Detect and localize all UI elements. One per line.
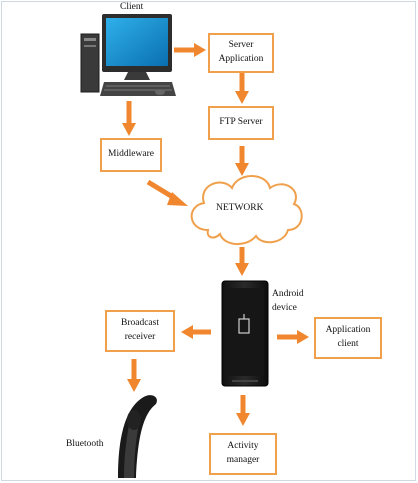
desktop-computer-icon — [80, 14, 176, 96]
bluetooth-headset-icon — [118, 395, 157, 478]
arrow-client-to-server-application — [174, 43, 206, 57]
ftp-server-box: FTP Server — [208, 106, 274, 140]
cloud-icon — [190, 175, 303, 245]
arrow-android-device-to-application-client — [277, 330, 309, 344]
arrow-ftp-server-to-network — [235, 146, 249, 176]
arrow-android-device-to-activity-manager — [236, 395, 250, 426]
arrow-server-application-to-ftp-server — [235, 73, 249, 104]
arrow-middleware-to-network — [146, 179, 188, 206]
arrow-network-to-android-device — [235, 247, 249, 276]
android-device-label: Android device — [272, 289, 304, 313]
arrow-android-device-to-broadcast-receiver — [181, 325, 211, 339]
bluetooth-label: Bluetooth — [66, 439, 104, 449]
client-label: Client — [120, 2, 144, 12]
middleware-box: Middleware — [100, 138, 162, 172]
server-application-box: Server Application — [208, 33, 274, 73]
broadcast-receiver-box: Broadcast receiver — [105, 310, 175, 352]
arrow-client-to-middleware — [122, 101, 136, 136]
arrow-broadcast-receiver-to-bluetooth — [127, 359, 141, 392]
network-label: NETWORK — [216, 203, 264, 213]
smartphone-icon — [221, 280, 269, 387]
activity-manager-box: Activity manager — [209, 433, 277, 475]
application-client-box: Application client — [314, 317, 382, 359]
